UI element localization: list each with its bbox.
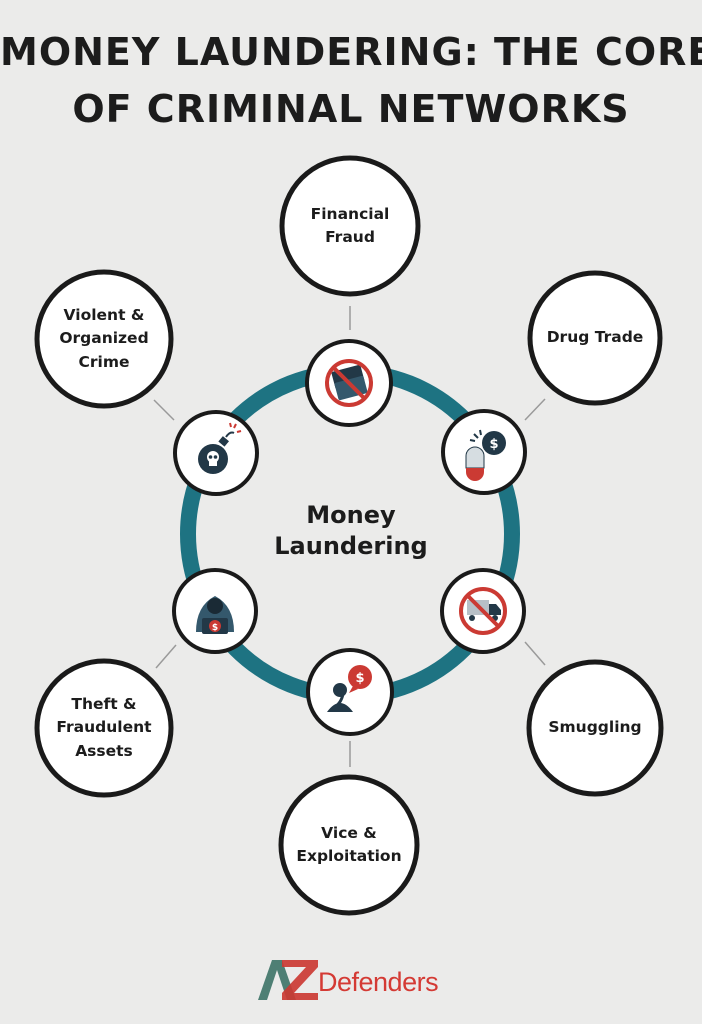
hooded-hacker-icon: $ — [196, 596, 234, 634]
no-cash-icon — [325, 359, 373, 407]
node-label-violent: Violent & Organized Crime — [59, 306, 149, 371]
outer-circle-theft — [34, 658, 174, 798]
outer-circle-vice — [278, 774, 420, 916]
pill-dollar-icon: $ — [465, 429, 506, 481]
ring-node-vice: $ — [306, 648, 394, 736]
node-label-vice: Vice & Exploitation — [296, 823, 402, 865]
node-label-theft: Theft & Fraudulent Assets — [56, 695, 152, 760]
center-label-money-laundering: Money Laundering — [274, 501, 428, 561]
outer-circle-drug-trade — [527, 270, 663, 406]
outer-circle-smuggling — [526, 659, 664, 797]
page-title-line-1: MONEY LAUNDERING: THE CORE — [0, 30, 702, 74]
person-dollar-bubble-icon: $ — [327, 665, 372, 712]
connector-violent — [153, 399, 175, 421]
page-title-line-2: OF CRIMINAL NETWORKS — [72, 87, 630, 131]
logo-wordmark: Defenders — [318, 967, 439, 997]
ring-node-financial-fraud — [305, 339, 393, 427]
ring-node-drug-trade: $ — [441, 409, 527, 495]
az-monogram-icon — [258, 960, 318, 1000]
ring-node-violent — [173, 410, 259, 496]
node-label-smuggling: Smuggling — [548, 718, 642, 737]
connector-smuggling — [524, 641, 546, 666]
svg-text:$: $ — [355, 671, 364, 686]
outer-circle-violent — [34, 269, 174, 409]
connector-theft — [155, 644, 177, 669]
skull-bomb-icon — [198, 422, 242, 474]
node-label-drug-trade: Drug Trade — [546, 328, 644, 347]
ring-node-theft: $ — [172, 568, 258, 654]
no-truck-icon — [459, 587, 507, 635]
node-label-financial-fraud: Financial Fraud — [310, 204, 390, 246]
ring-node-smuggling — [440, 568, 526, 654]
connector-drug-trade — [524, 398, 546, 421]
outer-circle-financial-fraud — [279, 155, 421, 297]
svg-text:$: $ — [212, 623, 218, 633]
svg-text:$: $ — [489, 437, 498, 452]
az-defenders-logo: Defenders — [256, 958, 456, 1002]
